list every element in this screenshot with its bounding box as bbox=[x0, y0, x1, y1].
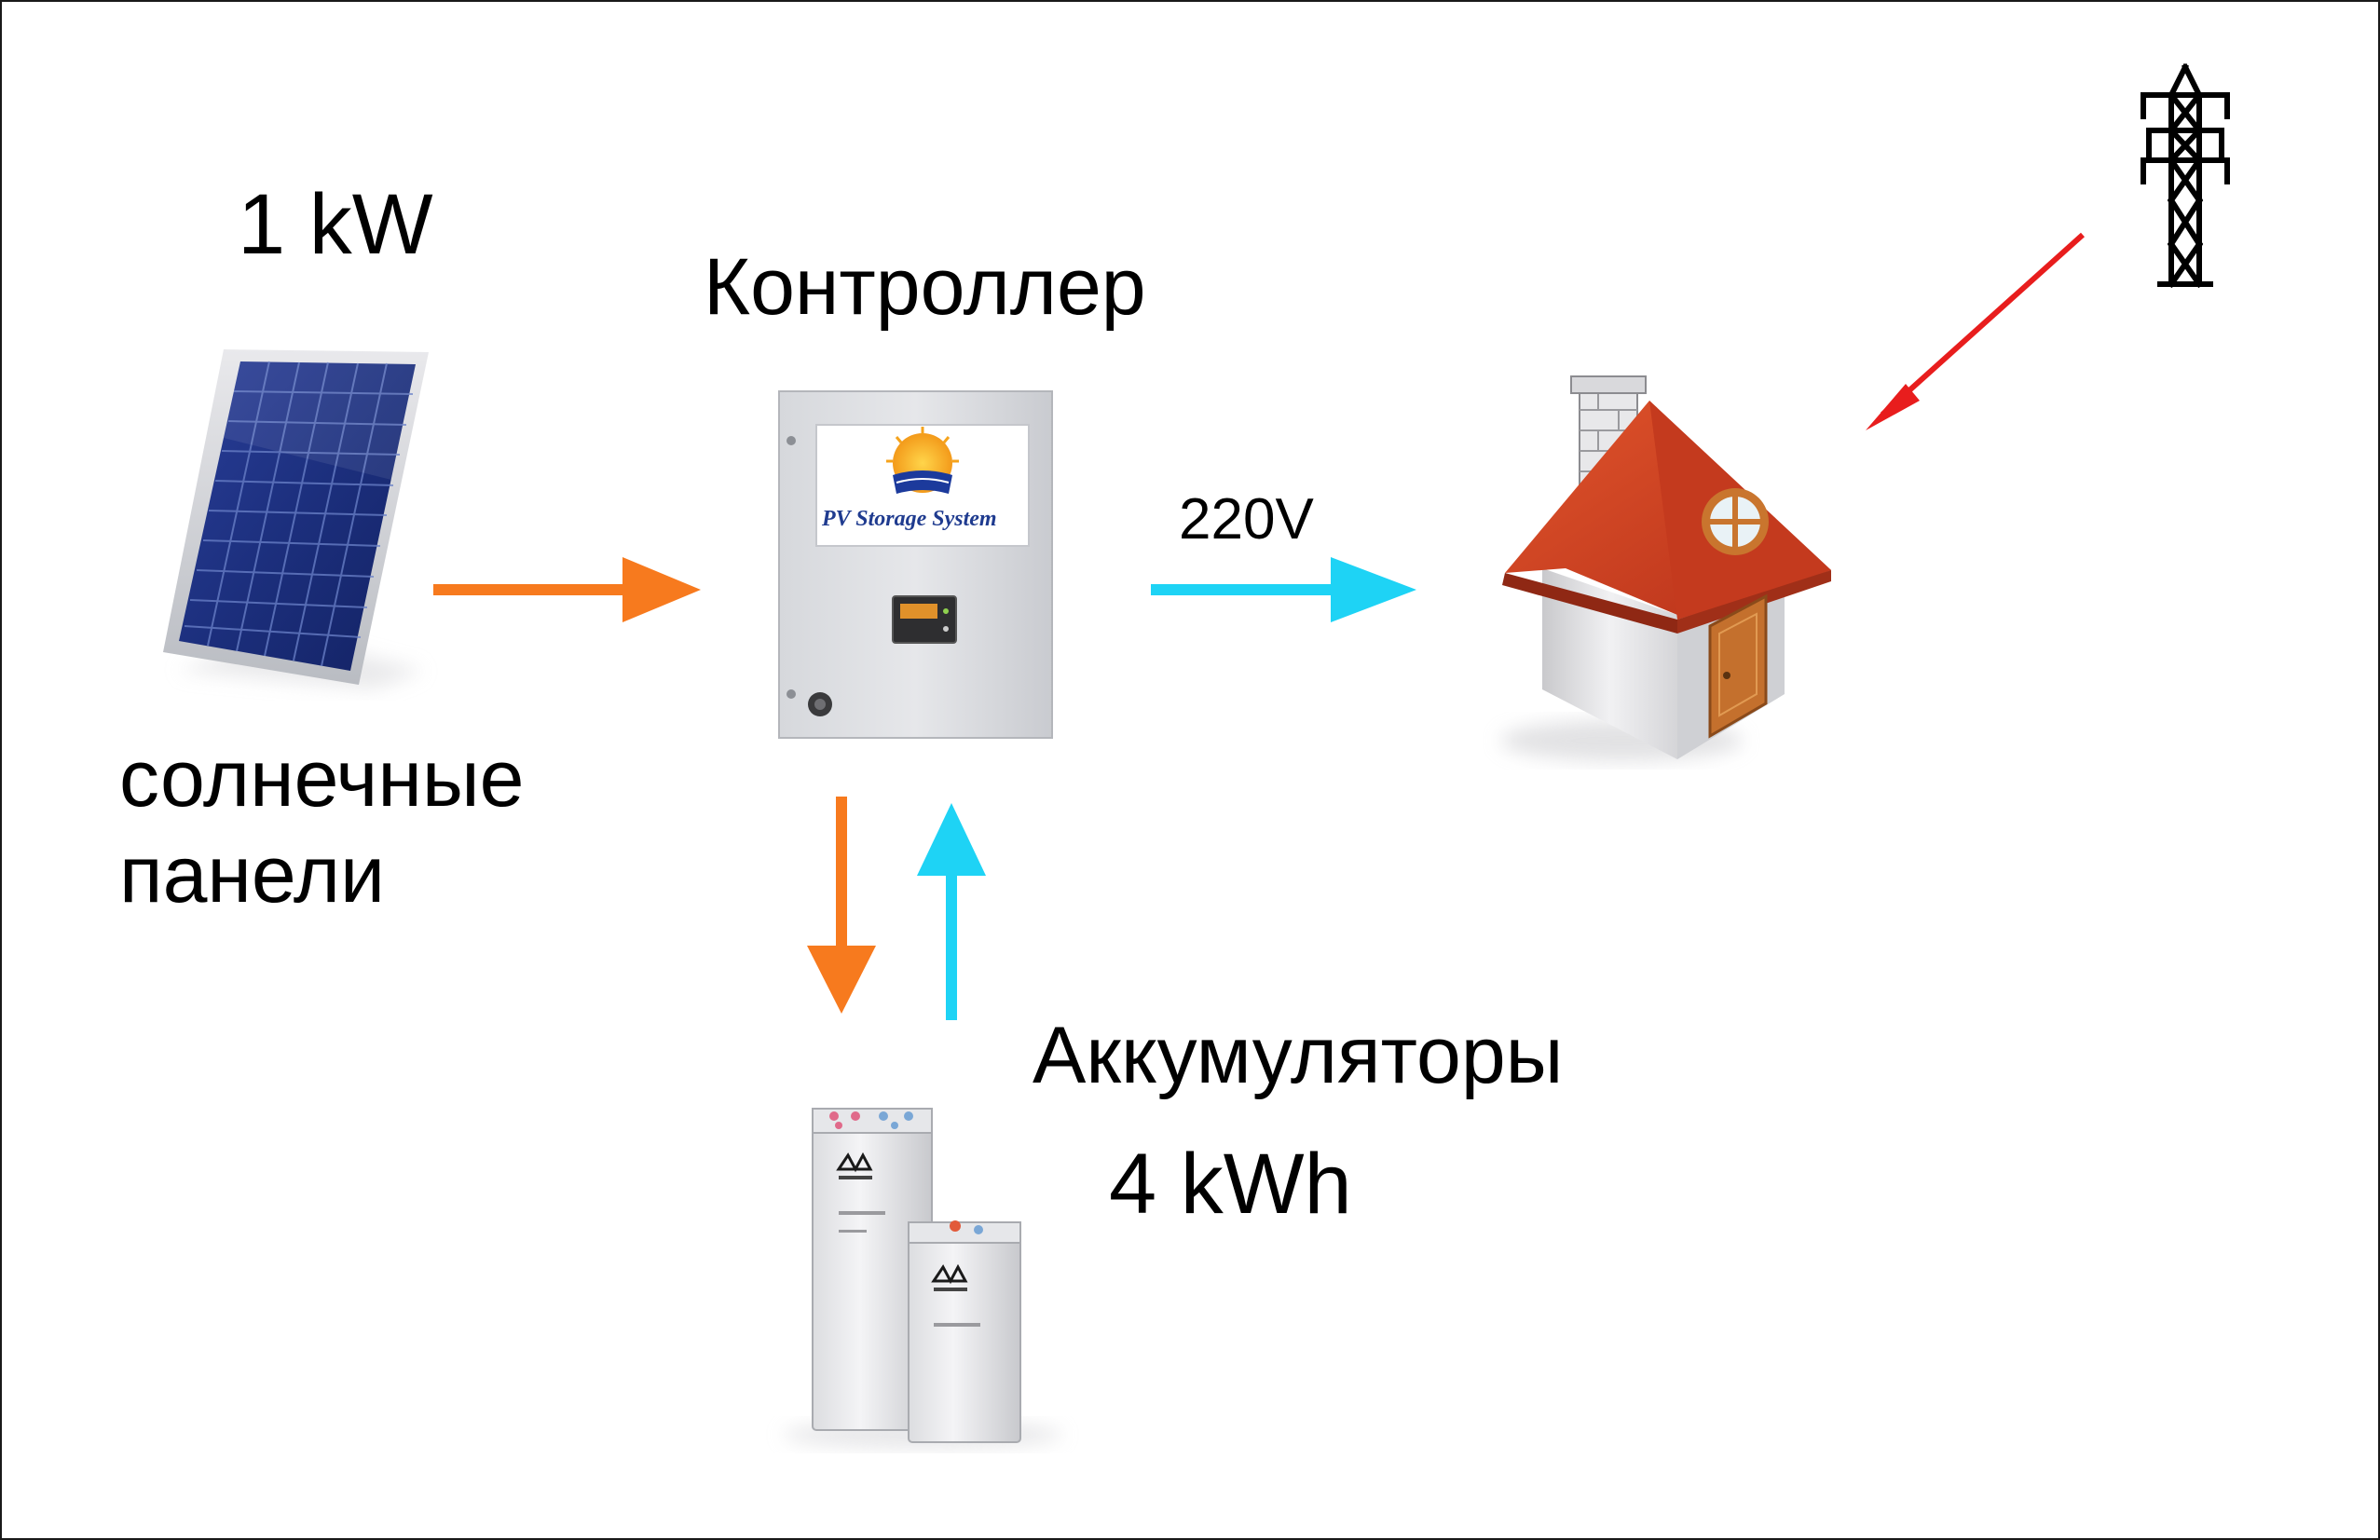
solar-panels-label-line1: солнечные bbox=[119, 734, 525, 824]
voltage-label: 220V bbox=[1179, 487, 1314, 552]
battery-capacity-label: 4 kWh bbox=[1109, 1137, 1352, 1232]
controller-logo-text: PV Storage System bbox=[822, 507, 997, 531]
arrow-grid-to-house bbox=[1866, 232, 2086, 430]
house-icon bbox=[1500, 375, 1831, 761]
solar-power-label: 1 kW bbox=[238, 177, 433, 272]
controller-cabinet-icon bbox=[778, 390, 1053, 739]
sun-logo-icon bbox=[886, 427, 959, 494]
power-pylon-icon bbox=[2141, 62, 2230, 289]
solar-panels-label: солнечные панели bbox=[119, 731, 525, 923]
arrow-solar-to-controller bbox=[433, 557, 701, 622]
arrow-controller-to-house bbox=[1151, 557, 1416, 622]
controller-label: Контроллер bbox=[704, 242, 1146, 332]
solar-panels-label-line2: панели bbox=[119, 830, 386, 920]
solar-panel-icon bbox=[163, 349, 429, 689]
arrow-battery-to-controller bbox=[917, 803, 986, 1020]
battery-icon bbox=[783, 1108, 1062, 1448]
batteries-label: Аккумуляторы bbox=[1033, 1011, 1564, 1100]
arrow-controller-to-battery bbox=[807, 797, 876, 1014]
